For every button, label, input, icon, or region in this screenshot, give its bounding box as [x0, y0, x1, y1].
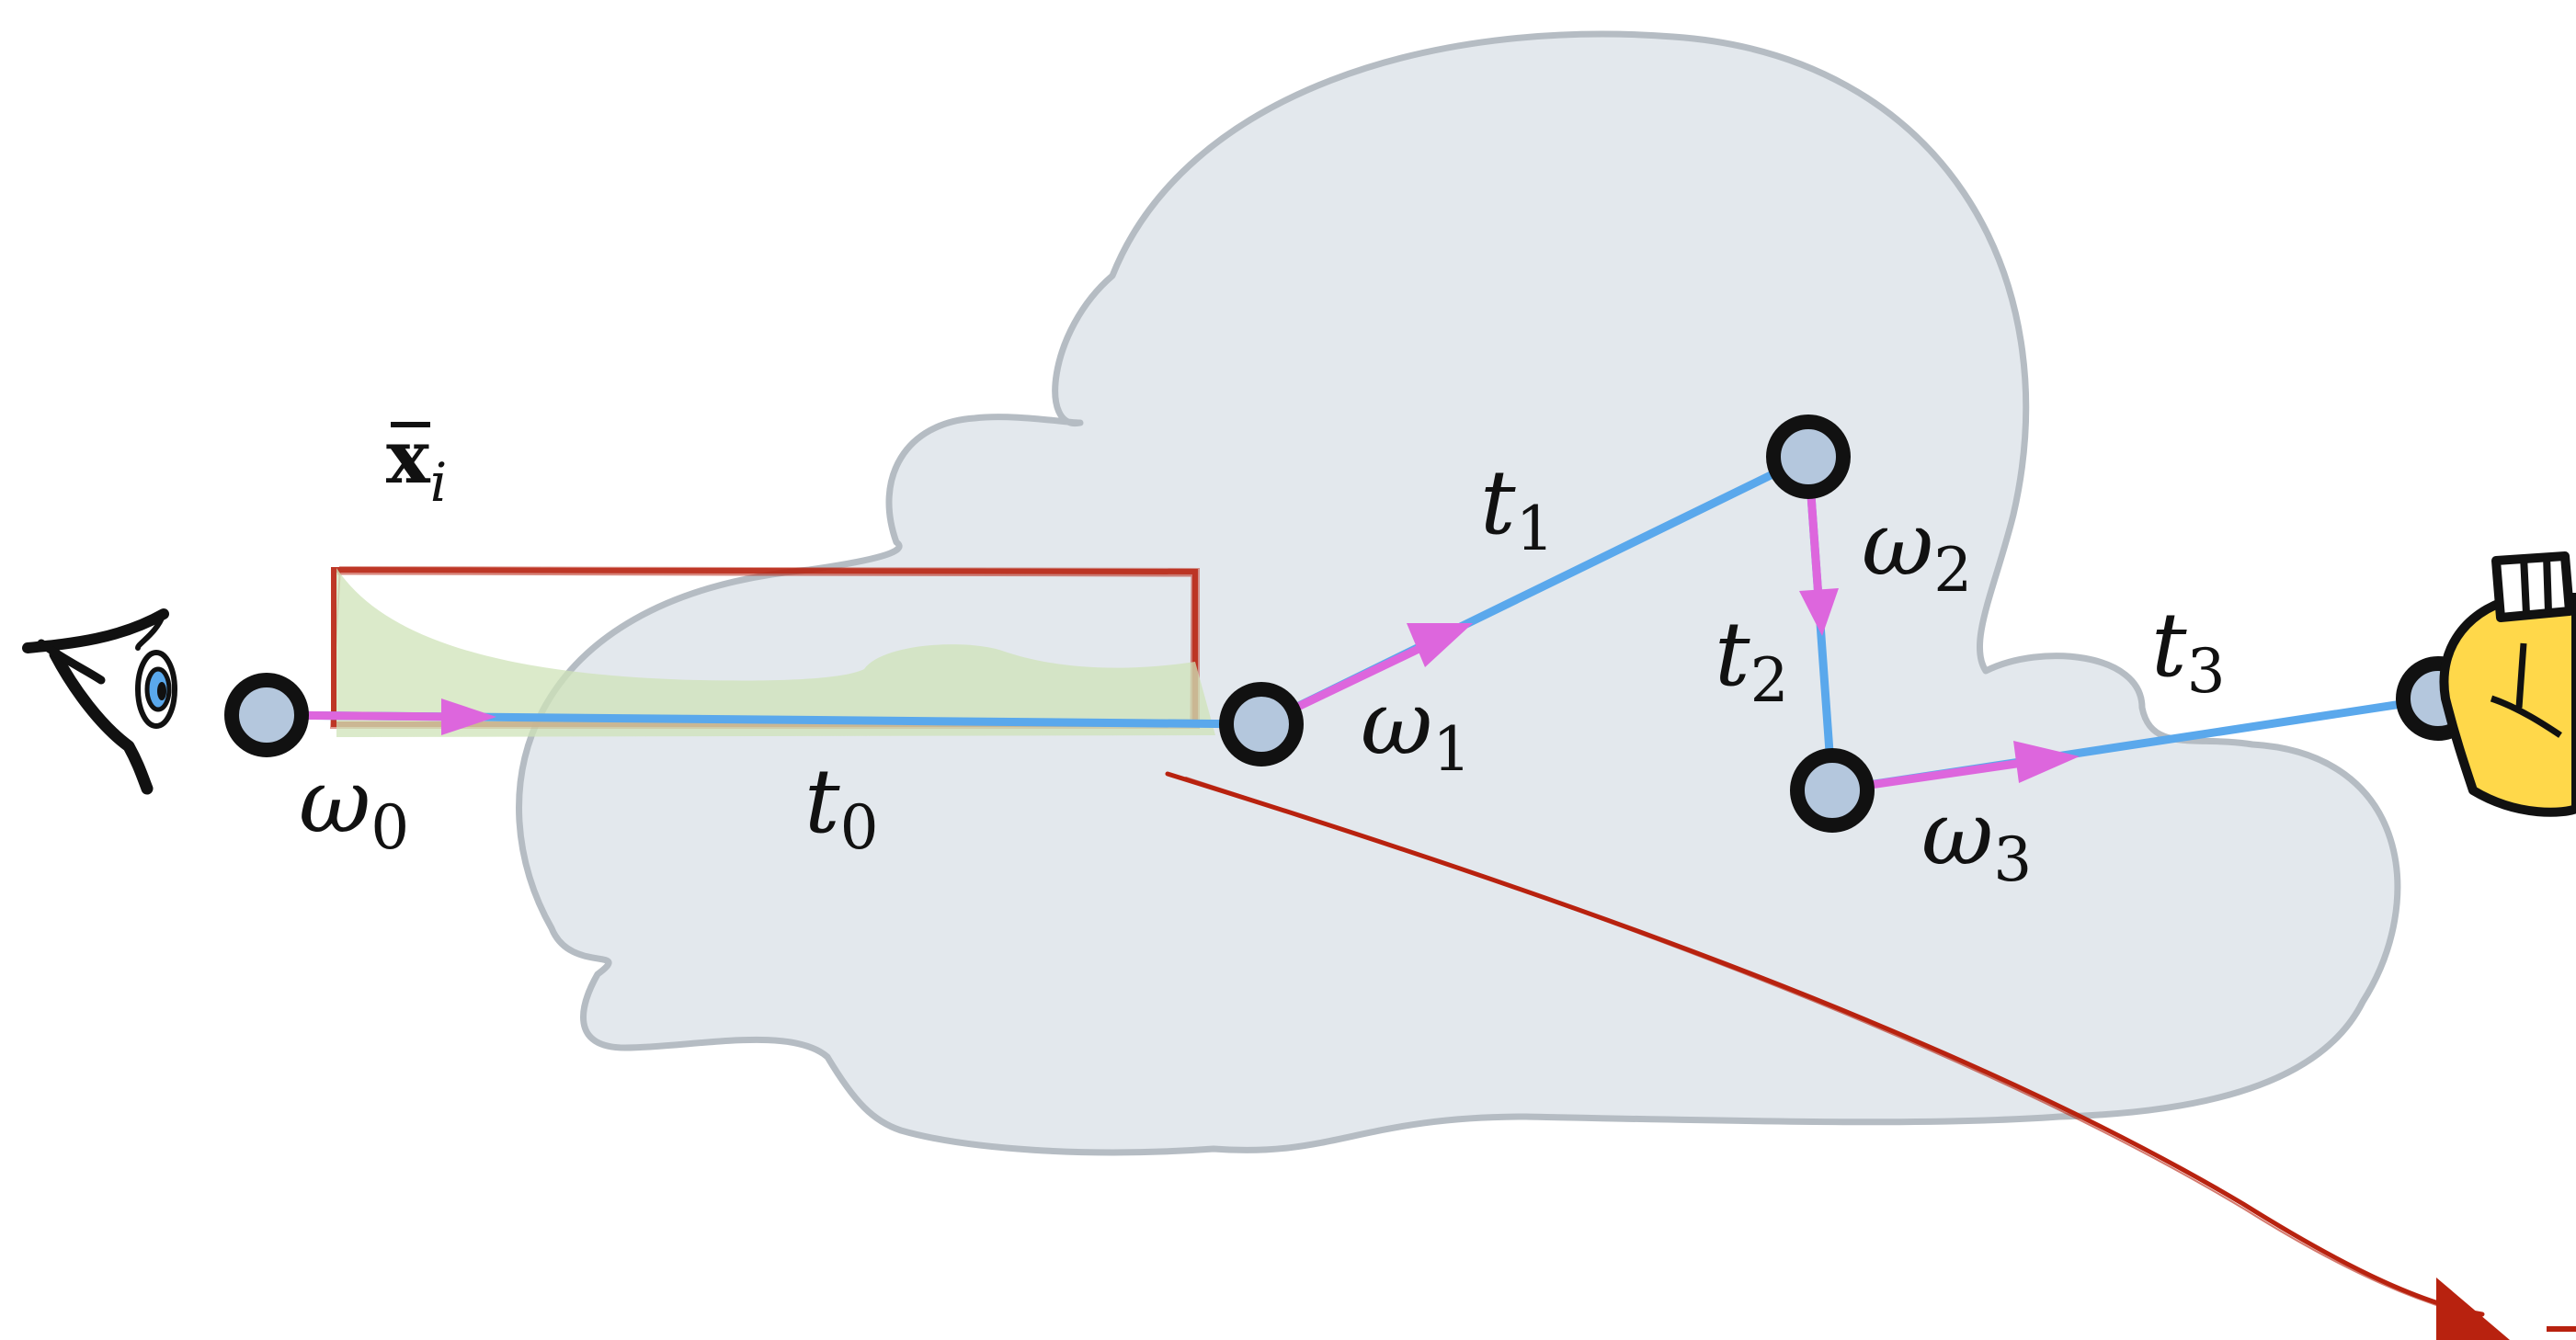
label-w1: ω1 [1361, 672, 1471, 785]
medium-cloud [516, 30, 2401, 1156]
density-curve [336, 568, 1215, 737]
vertex-2 [1766, 414, 1851, 499]
label-w0: ω0 [299, 750, 409, 863]
label-t1: t1 [1480, 451, 1555, 564]
label-w2: ω2 [1862, 493, 1972, 606]
label-w3: ω3 [1921, 782, 2032, 895]
direction-w1-arrowhead [1407, 623, 1473, 667]
direction-w3-arrowhead [2013, 741, 2080, 783]
direction-w2-arrowhead [1799, 588, 1839, 636]
vertex-1 [1219, 682, 1304, 767]
xbar-base: x [386, 414, 431, 500]
label-t0: t0 [804, 750, 879, 863]
vertex-0 [224, 673, 309, 757]
sketch-arrowhead [2436, 1278, 2510, 1340]
eye-icon [22, 608, 177, 795]
label-t2: t2 [1715, 603, 1789, 716]
vertex-3 [1790, 748, 1875, 833]
direction-w0-arrowhead [441, 698, 496, 735]
svg-text:xi: xi [386, 414, 447, 514]
xbar-sub: i [430, 451, 448, 514]
sketch-arrow [1165, 771, 2485, 1317]
label-t3: t3 [2151, 594, 2226, 707]
path-vertices [224, 414, 2480, 833]
label-xbar: xi [386, 414, 447, 514]
light-bulb-icon [2439, 551, 2576, 817]
